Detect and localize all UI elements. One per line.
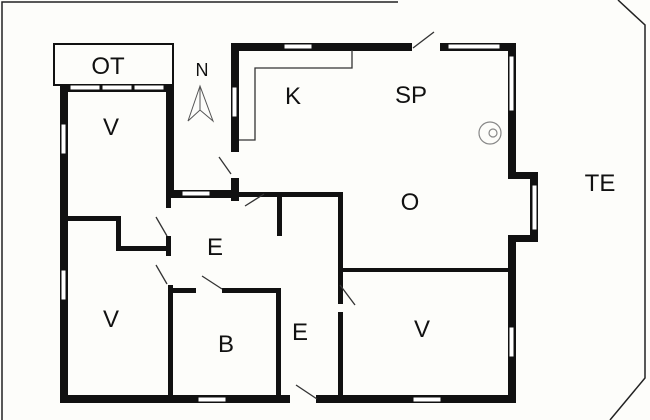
room-te: TE bbox=[584, 170, 616, 197]
room-o: O bbox=[400, 189, 420, 216]
compass-north-label: N bbox=[195, 60, 209, 80]
room-sp: SP bbox=[394, 82, 428, 109]
room-k: K bbox=[284, 83, 302, 110]
north-arrow-icon bbox=[187, 84, 215, 123]
room-v-bottom-right: V bbox=[413, 316, 431, 343]
room-e-hall: E bbox=[206, 234, 224, 261]
room-e-corridor: E bbox=[291, 319, 309, 346]
stove-fixture bbox=[478, 121, 502, 145]
room-ot: OT bbox=[91, 53, 125, 80]
room-b: B bbox=[217, 331, 235, 358]
room-v-top-left: V bbox=[102, 114, 120, 141]
room-v-bottom-left: V bbox=[102, 306, 120, 333]
windows bbox=[60, 43, 538, 403]
kitchen-counter bbox=[239, 50, 353, 141]
door-openings bbox=[230, 42, 440, 404]
interior-walls bbox=[66, 192, 510, 397]
door-swings bbox=[155, 31, 435, 400]
